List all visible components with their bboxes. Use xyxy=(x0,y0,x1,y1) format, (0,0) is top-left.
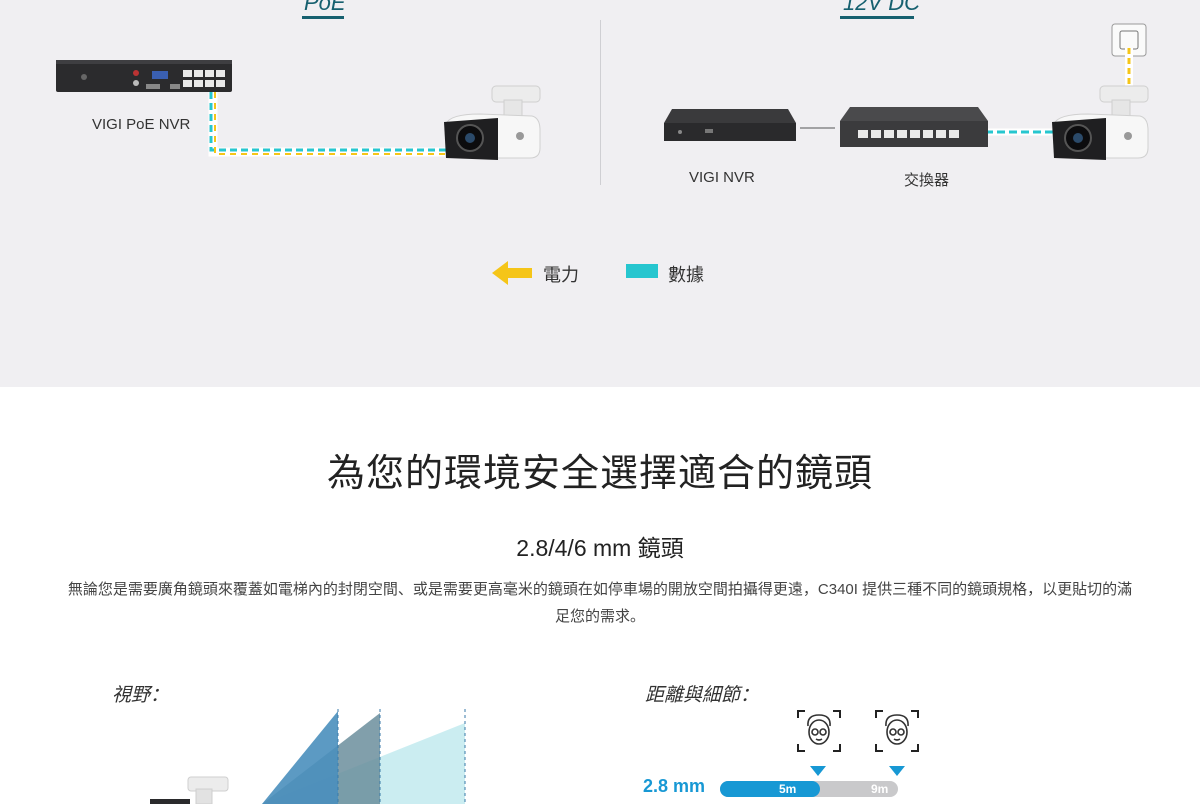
poe-cable xyxy=(208,92,448,157)
data-swatch xyxy=(626,264,658,278)
switch-label: 交換器 xyxy=(904,172,950,189)
dc-tab-underline xyxy=(840,16,914,19)
dc-cables xyxy=(800,48,1133,136)
poe-nvr-label: VIGI PoE NVR xyxy=(92,116,191,133)
distance-far-label: 9m xyxy=(871,782,889,796)
legend-power-label: 電力 xyxy=(543,265,579,285)
face-icon xyxy=(797,710,841,752)
dc-tab-label: 12V DC xyxy=(843,0,921,15)
section-title: 為您的環境安全選擇適合的鏡頭 xyxy=(326,453,873,495)
diagram-divider xyxy=(600,20,601,185)
marker-5m-icon xyxy=(810,766,826,776)
section-subtitle: 2.8/4/6 mm 鏡頭 xyxy=(516,535,684,561)
bullet-camera-icon xyxy=(1052,85,1149,160)
face-icon xyxy=(875,710,919,752)
connection-diagram-panel: PoE 12V DC VIGI PoE NVR xyxy=(0,0,1200,387)
nvr-label: VIGI NVR xyxy=(689,169,755,186)
bullet-camera-icon xyxy=(444,85,541,160)
poe-tab-label: PoE xyxy=(304,0,346,15)
distance-bar-fill xyxy=(720,781,820,797)
section-description: 無論您是需要廣角鏡頭來覆蓋如電梯內的封閉空間、或是需要更高毫米的鏡頭在如停車場的… xyxy=(67,581,1133,625)
nvr-icon xyxy=(664,109,796,141)
marker-9m-icon xyxy=(889,766,905,776)
poe-tab-underline xyxy=(302,16,344,19)
switch-icon xyxy=(840,107,988,147)
lens-row-label: 2.8 mm xyxy=(643,776,706,796)
fov-label: 視野： xyxy=(112,685,170,706)
distance-label: 距離與細節： xyxy=(645,685,760,706)
poe-nvr-icon xyxy=(56,60,232,92)
legend-data-label: 數據 xyxy=(668,265,704,285)
fov-illustration xyxy=(150,709,466,804)
power-arrow-icon xyxy=(492,261,532,285)
distance-near-label: 5m xyxy=(779,782,797,796)
